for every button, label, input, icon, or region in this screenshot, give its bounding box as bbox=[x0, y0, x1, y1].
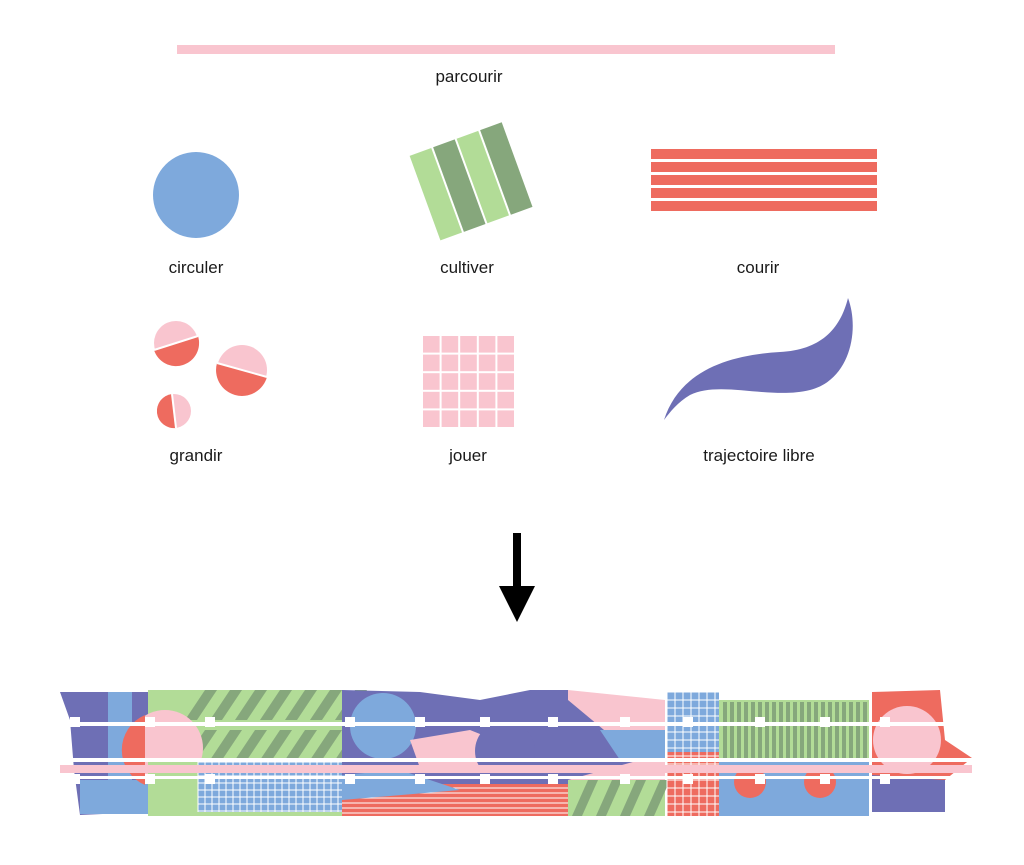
circuler-circle-icon bbox=[153, 152, 239, 238]
label-courir: courir bbox=[736, 258, 780, 277]
parcourir-line-icon bbox=[177, 45, 835, 54]
composite-plan bbox=[60, 690, 972, 816]
down-arrow-icon bbox=[499, 533, 535, 622]
label-trajectoire-libre: trajectoire libre bbox=[703, 446, 815, 465]
label-circuler: circuler bbox=[168, 258, 224, 277]
trajectoire-swoosh-icon bbox=[664, 298, 853, 420]
grandir-circles-icon bbox=[153, 321, 268, 429]
cultiver-stripes-icon bbox=[409, 122, 533, 241]
label-jouer: jouer bbox=[449, 446, 487, 465]
label-parcourir: parcourir bbox=[435, 67, 503, 86]
jouer-grid-icon bbox=[423, 336, 514, 427]
label-cultiver: cultiver bbox=[440, 258, 494, 277]
label-grandir: grandir bbox=[169, 446, 223, 465]
courir-stripes-icon bbox=[651, 149, 877, 211]
